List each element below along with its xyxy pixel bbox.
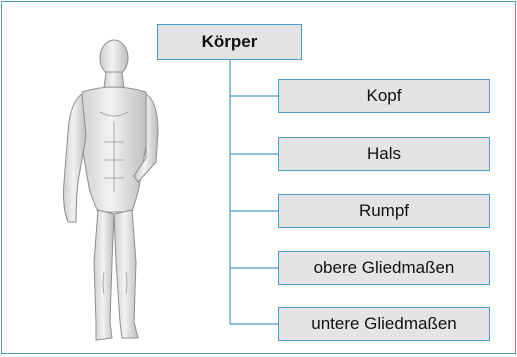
child-label-rumpf: Rumpf: [358, 201, 410, 220]
human-body-svg: [63, 39, 159, 341]
root-label: Körper: [201, 32, 258, 51]
child-box-untere-gliedmassen: untere Gliedmaßen: [278, 307, 490, 341]
child-box-obere-gliedmassen: obere Gliedmaßen: [278, 251, 490, 285]
child-label-untere-gliedmassen: untere Gliedmaßen: [311, 314, 457, 333]
child-box-rumpf: Rumpf: [278, 194, 490, 228]
child-box-hals: Hals: [278, 137, 490, 171]
connector-lines: [229, 59, 278, 325]
child-label-kopf: Kopf: [366, 86, 402, 105]
child-label-obere-gliedmassen: obere Gliedmaßen: [313, 258, 455, 277]
root-box-koerper: Körper: [157, 24, 302, 60]
human-body-figure-icon: [42, 32, 192, 352]
child-box-kopf: Kopf: [278, 79, 490, 113]
child-label-hals: Hals: [366, 144, 401, 163]
